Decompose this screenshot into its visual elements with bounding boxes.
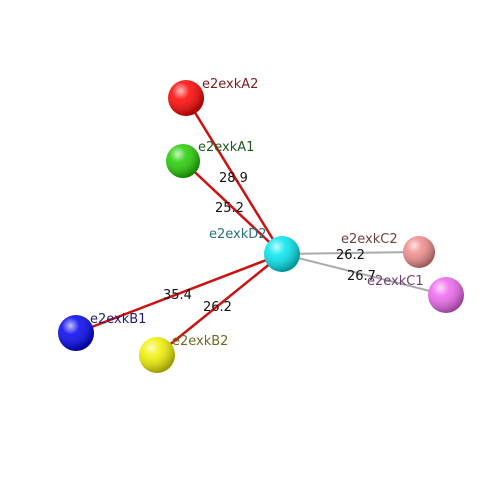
node-shine [403,236,435,268]
edge-label-b1-d2: 35.4 [163,288,192,303]
edge-c1-d2 [281,253,447,296]
node-shine [168,80,204,116]
edge-label-c2-d2: 26.2 [336,248,365,263]
node-label: e2exkC1 [367,274,424,289]
node-shine [58,315,94,351]
edges-layer [75,97,447,356]
node-e2exkB2[interactable]: e2exkB2 [139,334,228,373]
node-shine [139,337,175,373]
edge-b1-d2 [75,252,283,335]
edge-labels-layer: 28.9 25.2 35.4 26.2 26.2 26.7 [163,171,376,315]
edge-label-b2-d2: 26.2 [203,300,232,315]
node-e2exkC1[interactable]: e2exkC1 [367,274,464,313]
node-label: e2exkC2 [341,232,398,247]
node-label: e2exkB2 [172,334,228,349]
edge-b2-d2 [156,253,283,356]
node-label: e2exkA1 [198,140,254,155]
node-e2exkB1[interactable]: e2exkB1 [58,312,146,351]
node-label: e2exkA2 [202,77,258,92]
node-label: e2exkB1 [90,312,146,327]
node-shine [428,277,464,313]
edge-label-c1-d2: 26.7 [347,269,376,284]
nodes-layer: e2exkA2 e2exkA1 e2exkC2 e2exkC1 e2exkB1 [58,77,464,373]
edge-label-a2-d2: 28.9 [219,171,248,186]
node-e2exkA2[interactable]: e2exkA2 [168,77,258,116]
edge-label-a1-d2: 25.2 [215,201,244,216]
node-shine [166,144,200,178]
node-e2exkA1[interactable]: e2exkA1 [166,140,254,178]
node-e2exkC2[interactable]: e2exkC2 [341,232,435,268]
edge-a2-d2 [184,97,284,255]
node-shine [264,236,300,272]
edge-a1-d2 [182,160,283,255]
node-label: e2exkD2 [209,227,267,242]
node-e2exkD2[interactable]: e2exkD2 [209,227,300,272]
edge-c2-d2 [281,251,420,255]
